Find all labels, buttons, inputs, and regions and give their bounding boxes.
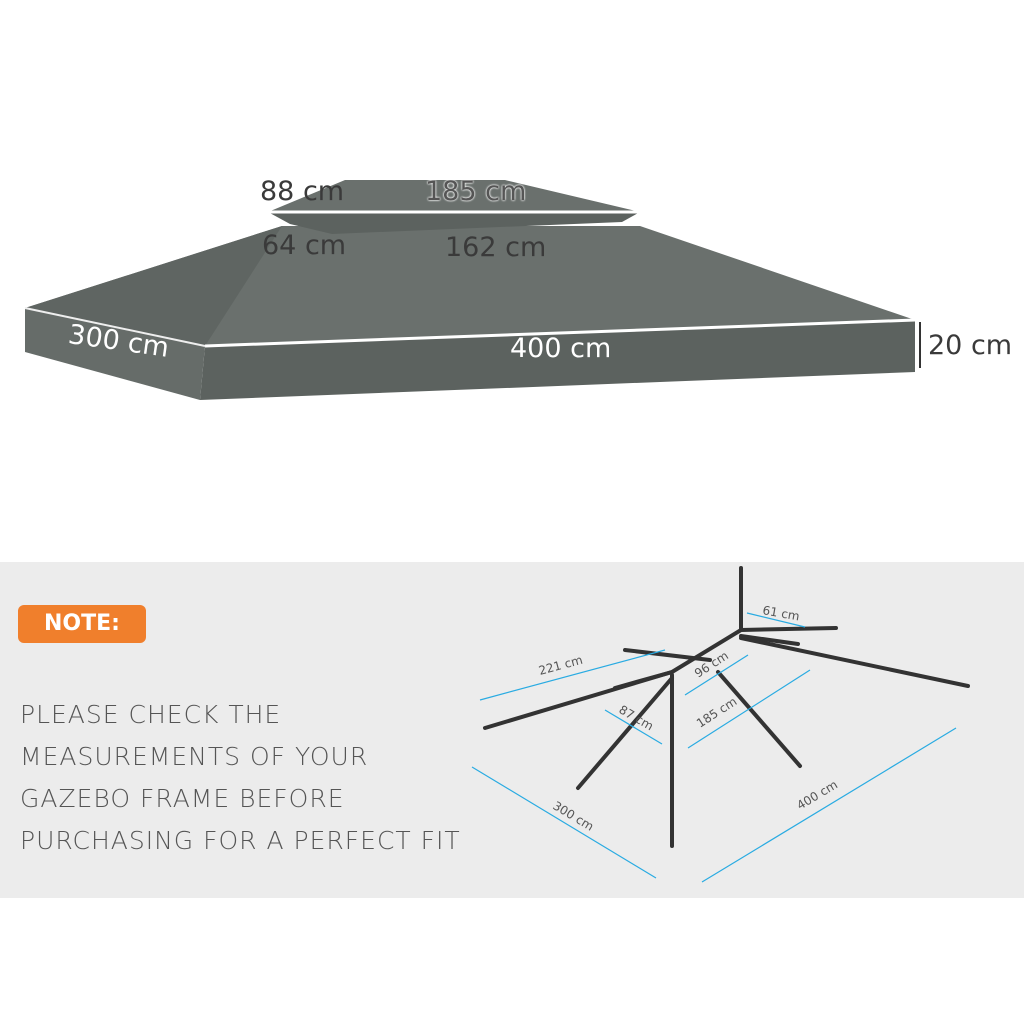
- note-line-2: MEASUREMENTS OF YOUR: [20, 742, 369, 771]
- frame-dim-61: 61 cm: [761, 603, 800, 623]
- canopy-valance-side: [25, 308, 205, 400]
- dim-top-width: 88 cm: [260, 176, 345, 207]
- note-badge: NOTE:: [18, 605, 146, 643]
- note-line-1: PLEASE CHECK THE: [20, 700, 282, 729]
- frame-dim-96: 96 cm: [692, 648, 731, 680]
- canopy-top-roof: [268, 180, 640, 212]
- note-panel: [0, 562, 1024, 898]
- dim-height: 20 cm: [928, 330, 1013, 361]
- note-line-3: GAZEBO FRAME BEFORE: [20, 784, 345, 813]
- piping: [204, 318, 916, 348]
- dim-mid-length: 162 cm: [445, 232, 547, 263]
- canopy-roof-seam-left: [25, 226, 282, 346]
- note-line-4: PURCHASING FOR A PERFECT FIT: [20, 826, 461, 855]
- dim-mid-width: 64 cm: [262, 230, 347, 261]
- piping: [24, 307, 206, 347]
- frame-poles: [483, 566, 970, 848]
- frame-diagram: 221 cm 61 cm 96 cm 87 cm 185 cm 300 cm 4…: [471, 566, 970, 883]
- dim-base-length: 400 cm: [510, 333, 612, 364]
- dim-top-length: 185 cm: [425, 176, 527, 207]
- frame-dim-400: 400 cm: [794, 777, 840, 812]
- frame-dim-185: 185 cm: [694, 694, 739, 730]
- dimension-lines: [471, 612, 957, 883]
- canopy-illustration: [24, 180, 921, 400]
- canopy-top-valance: [268, 212, 640, 234]
